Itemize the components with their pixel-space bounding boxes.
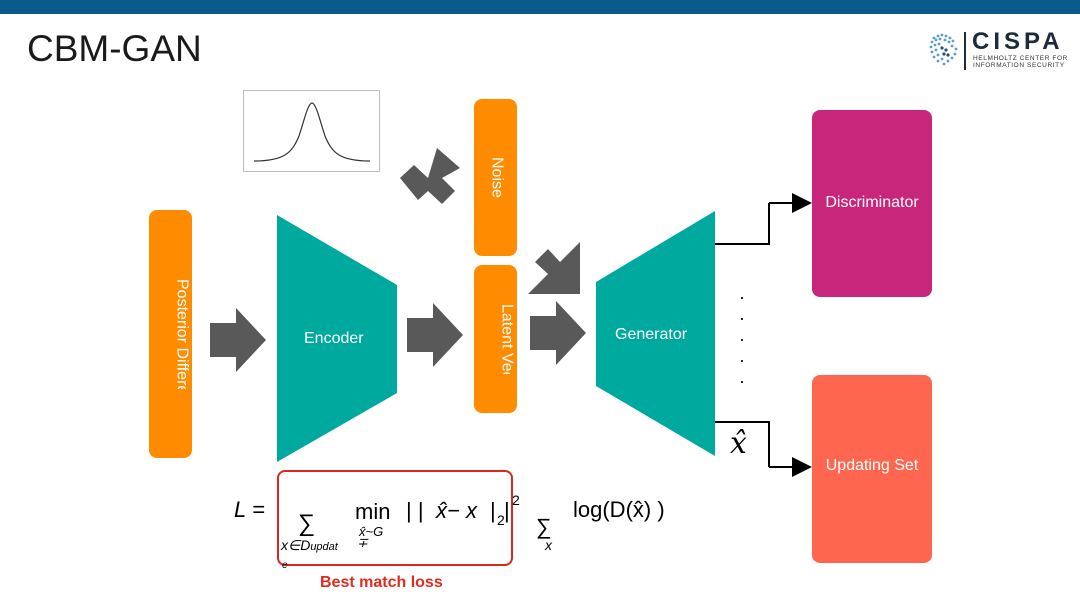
posterior-difference-label: Posterior Difference: [173, 279, 191, 389]
gaussian-distribution-plot: [243, 90, 380, 172]
updating-set-label: Updating Set: [825, 457, 919, 474]
arrow-latent-to-generator: [530, 301, 586, 365]
formula-min-subscript-extra: ∓: [357, 535, 368, 550]
output-dots: . . . . .: [739, 283, 745, 387]
cispa-logo: CISPA HELMHOLTZ CENTER FOR INFORMATION S…: [926, 28, 1076, 72]
encoder-block: [277, 215, 397, 462]
logo-wordmark: CISPA: [972, 28, 1064, 55]
discriminator-block: Discriminator: [812, 110, 932, 297]
logo-subtitle-line1: HELMHOLTZ CENTER FOR: [973, 55, 1068, 62]
generator-block: [596, 211, 715, 456]
slide-title: CBM-GAN: [27, 28, 202, 69]
noise-block: Noise: [474, 99, 517, 256]
formula-sum: ∑: [298, 510, 316, 537]
arrow-posterior-to-encoder: [210, 308, 266, 372]
formula-sum-2: ∑: [536, 514, 552, 539]
logo-subtitle-line2: INFORMATION SECURITY: [973, 62, 1065, 69]
formula-sum-subscript: x∈Dupdat: [281, 537, 338, 553]
logo-divider: [964, 32, 966, 70]
arrow-encoder-to-latent: [407, 303, 463, 367]
formula-sum-subscript-e: e: [282, 560, 288, 571]
formula-sum-2-subscript: x: [545, 537, 552, 553]
x-hat-label: x̂: [730, 426, 747, 461]
formula-norm-right: |: [490, 498, 496, 523]
formula-diff: x̂− x: [436, 498, 477, 523]
discriminator-label: Discriminator: [825, 194, 919, 211]
top-bar: [0, 0, 1080, 14]
latent-vector-label: Latent Vector: [498, 304, 516, 374]
arrow-noise-to-generator: [528, 242, 580, 294]
best-match-highlight-box: [277, 470, 513, 566]
posterior-difference-block: Posterior Difference: [149, 210, 192, 458]
logo-mark-icon: [929, 33, 958, 66]
arrow-gaussian-to-noise: [400, 148, 460, 204]
formula-lhs: L =: [234, 497, 265, 522]
formula-norm-left: | |: [406, 498, 424, 523]
generator-label: Generator: [615, 326, 688, 343]
latent-vector-block: Latent Vector: [474, 265, 517, 413]
noise-label: Noise: [488, 157, 506, 198]
logo-subtitle: HELMHOLTZ CENTER FOR INFORMATION SECURIT…: [973, 55, 1068, 69]
formula-min: min: [355, 499, 391, 524]
encoder-label: Encoder: [304, 330, 364, 347]
formula-norm-bar: |: [504, 498, 510, 523]
formula-log-term: log(D(x̂) ): [573, 497, 665, 522]
formula-power: 2: [512, 492, 520, 508]
bell-curve-icon: [253, 102, 371, 162]
best-match-loss-label: Best match loss: [320, 574, 443, 591]
updating-set-block: Updating Set: [812, 375, 932, 563]
formula-min-subscript: x̂~G: [359, 524, 384, 539]
formula-norm-subscript: 2: [497, 512, 505, 528]
